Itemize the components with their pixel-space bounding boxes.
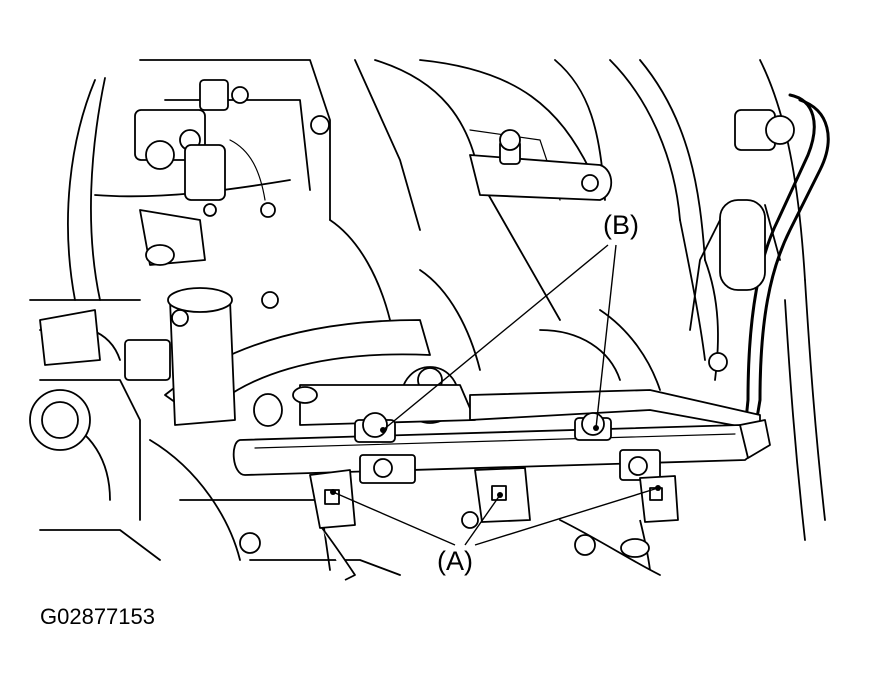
leader-lines — [330, 244, 661, 546]
intake-bracket — [469, 129, 613, 201]
callout-b-label: (B) — [603, 210, 639, 240]
figure-id: G02877153 — [40, 604, 155, 629]
callout-a-label: (A) — [437, 546, 473, 576]
pressure-regulator — [292, 366, 761, 431]
coolant-hose — [29, 287, 431, 451]
fuel-line-right — [689, 93, 830, 432]
sensor-cluster — [134, 79, 330, 309]
fuel-injectors — [239, 467, 679, 581]
